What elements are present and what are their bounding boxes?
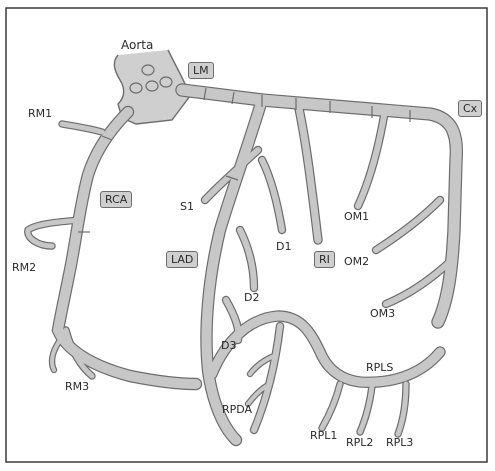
rm3-label: RM3	[65, 381, 89, 392]
cx-label: Cx	[458, 100, 482, 117]
rca-label: RCA	[100, 191, 132, 208]
d1-branch	[262, 160, 282, 230]
om2-branch	[376, 200, 440, 250]
aorta-label: Aorta	[121, 39, 153, 51]
d3-label: D3	[221, 340, 236, 351]
ri-branch	[298, 104, 318, 240]
rpl3-branch	[398, 384, 406, 434]
om1-label: OM1	[344, 211, 369, 222]
d2-label: D2	[244, 292, 259, 303]
om2-label: OM2	[344, 256, 369, 267]
lm-label: LM	[188, 62, 214, 79]
crux-loop-vessel	[212, 316, 440, 382]
om1-branch	[358, 116, 384, 206]
rpls-label: RPLS	[366, 362, 393, 373]
rpl1-label: RPL1	[310, 430, 337, 441]
ri-label: RI	[314, 251, 335, 268]
s1-label: S1	[180, 201, 194, 212]
lad-label: LAD	[166, 251, 198, 268]
left-main-vessel	[182, 90, 262, 100]
vessel-outlines	[28, 90, 457, 440]
rpl1-branch	[322, 384, 340, 428]
rpda-label: RPDA	[222, 404, 252, 415]
rpl3-label: RPL3	[386, 437, 413, 448]
rpl2-label: RPL2	[346, 437, 373, 448]
rm1-label: RM1	[28, 108, 52, 119]
rm2-label: RM2	[12, 262, 36, 273]
om3-label: OM3	[370, 308, 395, 319]
d1-label: D1	[276, 241, 291, 252]
